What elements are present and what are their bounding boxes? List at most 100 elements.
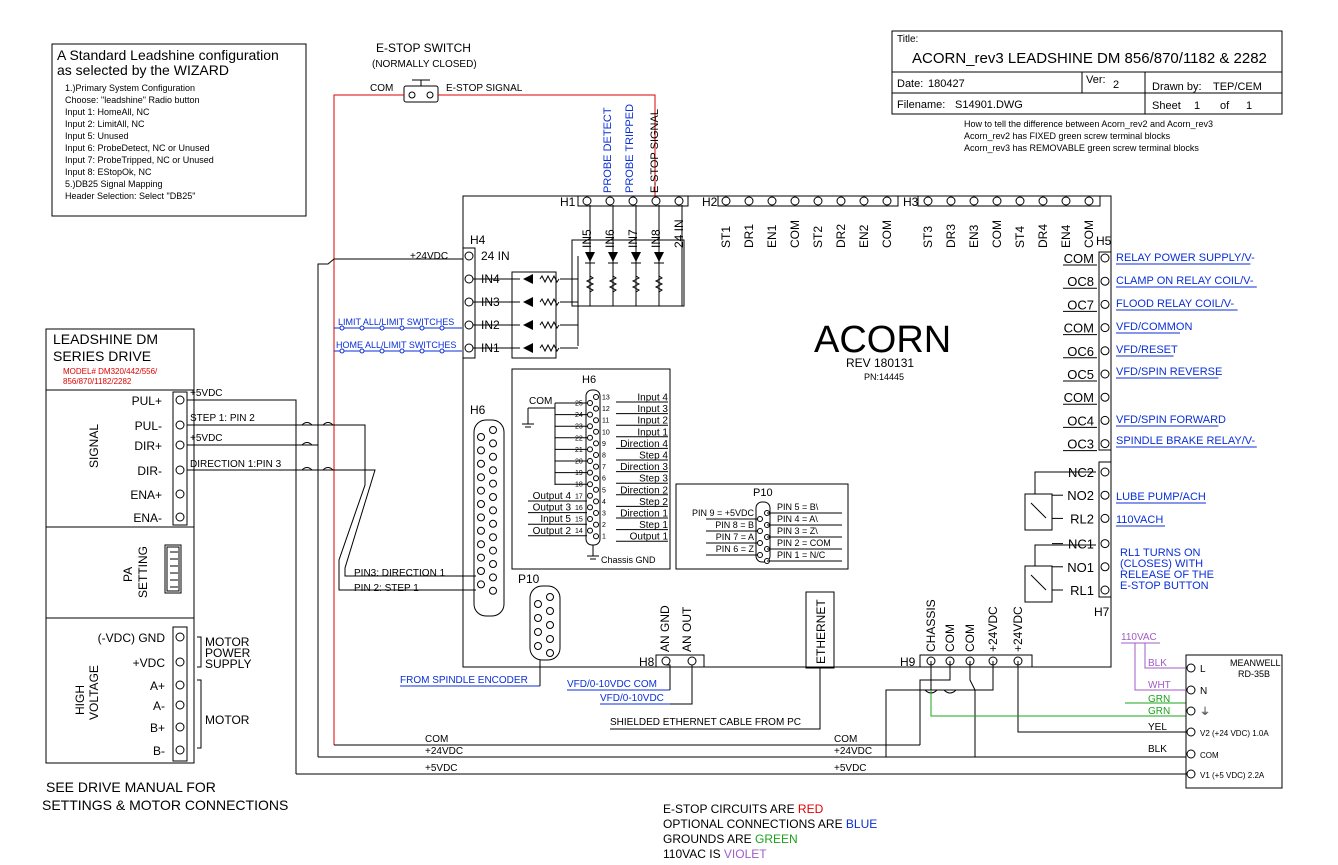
drive-manual-2: SETTINGS & MOTOR CONNECTIONS (42, 797, 288, 813)
h4-resistor (539, 274, 560, 284)
drive-signal-pin-label: DIR+ (134, 439, 162, 453)
h5-pin-com: COM (1064, 390, 1094, 405)
p10-detail-pin (757, 516, 763, 522)
h7-pin-hole (1100, 490, 1110, 500)
drive-wire-label: +5VDC (190, 388, 223, 399)
h6-detail-com: COM (529, 396, 552, 407)
h6-detail-pin-number: 1 (602, 534, 606, 541)
h6-detail-pin-number: 8 (602, 453, 606, 460)
p10-detail-right: PIN 4 = A\ (777, 514, 818, 524)
p10-detail-pin (757, 540, 763, 546)
h9-label: H9 (900, 655, 916, 669)
drive-hv-pin-label: (-VDC) GND (98, 631, 166, 645)
h2-pin-hole (882, 196, 892, 206)
h6-pin-hole (489, 506, 497, 515)
h1-pin-in5: IN5 (580, 229, 594, 248)
h5-pin-hole (1100, 415, 1110, 425)
acorn-board: ACORN REV 180131 PN:14445 (462, 195, 1112, 668)
legend-entry: OPTIONAL CONNECTIONS ARE BLUE (663, 817, 877, 831)
h7-rl1-note: RL1 TURNS ON (1120, 547, 1201, 559)
h1-pin-in6: IN6 (603, 229, 617, 248)
drive-signal-pin (175, 465, 185, 475)
h4-switch-contact (379, 348, 385, 354)
wizard-note: A Standard Leadshine configuration as se… (51, 43, 307, 217)
h6-detail-signal: Input 4 (637, 393, 668, 404)
h4-pin-hole (464, 251, 474, 261)
legend-color-word: RED (798, 802, 824, 816)
drive-signal-pin-label: ENA+ (130, 488, 162, 502)
psu-terminal (1186, 685, 1196, 695)
h3-pin-com: COM (1082, 220, 1096, 248)
h7-label: H7 (1094, 605, 1110, 619)
estop-signal: E-STOP SIGNAL (446, 83, 523, 94)
title-label: Title: (897, 34, 918, 45)
motor-power-label: POWER (205, 646, 251, 660)
h2-pin-hole (744, 196, 754, 206)
drive-signal-pin (175, 512, 185, 522)
h6-pin-hole (477, 433, 485, 441)
h6-pin-hole (477, 513, 485, 522)
h6-pin-hole (489, 573, 497, 582)
legend-entry: E-STOP CIRCUITS ARE RED (663, 802, 824, 816)
h6-pin-hole (477, 580, 485, 589)
p10-pin-hole (534, 642, 542, 650)
meanwell-psu: MEANWELL RD-35B LN⏚V2 (+24 VDC) 1.0ACOMV… (1121, 632, 1283, 789)
h1-pin-hole (582, 196, 592, 206)
h4-diode (523, 343, 533, 353)
h6-detail-pin-number: 18 (575, 482, 583, 489)
h1-pin-hole (605, 196, 615, 206)
h1-resistor (654, 275, 664, 293)
sheet-label: Sheet (1152, 100, 1181, 112)
legend-entry: GROUNDS ARE GREEN (663, 832, 798, 846)
h4-pin-24in: 24 IN (481, 249, 510, 263)
h6-pin-hole (477, 459, 485, 468)
h6-detail-pin (587, 446, 593, 453)
h6-detail-pin (587, 434, 593, 441)
h7-pin-nc1: NC1 (1068, 537, 1094, 552)
date-value: 180427 (928, 78, 965, 90)
drive-wire-label: +5VDC (190, 433, 223, 444)
h6-detail-pin (587, 481, 593, 488)
h4-switch-contact (359, 325, 365, 331)
file-label: Filename: (897, 99, 945, 111)
h6-detail-pin-number: 5 (602, 487, 606, 494)
h5-pin-oc7: OC7 (1067, 297, 1094, 312)
legend-prefix: GROUNDS ARE (663, 832, 755, 846)
h6-detail-title: H6 (582, 374, 596, 386)
h5-function: VFD/SPIN FORWARD (1116, 414, 1226, 426)
drive-signal-pin-label: DIR- (137, 464, 162, 478)
h5-pin-oc3: OC3 (1067, 437, 1094, 452)
drive-signal-pin (175, 395, 185, 405)
h4-switch-contact (339, 348, 345, 354)
h5-function: CLAMP ON RELAY COIL/V- (1116, 275, 1254, 287)
h2-pin-hole (813, 196, 823, 206)
psu-terminal (1186, 706, 1196, 716)
h7-pin-hole (1100, 562, 1110, 572)
h4-pin-hole (464, 297, 474, 307)
drive-signal-pin (175, 440, 185, 450)
wizard-title-2: as selected by the WIZARD (57, 62, 229, 78)
acorn-rev: REV 180131 (846, 356, 914, 370)
h6-detail-pin-number: 6 (602, 476, 606, 483)
h1-resistor (585, 275, 595, 293)
wizard-line: Input 2: LimitAll, NC (65, 119, 145, 129)
h5-pin-com: COM (1064, 321, 1094, 336)
drive-hv-pin-label: B+ (150, 721, 165, 735)
h3-pin-st3: ST3 (921, 226, 935, 248)
h5-pin-hole (1100, 276, 1110, 286)
p10-pin-hole (534, 614, 542, 622)
ethernet-port: ETHERNET SHIELDED ETHERNET CABLE FROM PC (610, 591, 835, 730)
h5-function: RELAY POWER SUPPLY/V- (1116, 252, 1255, 264)
drive-hv-pin (175, 632, 185, 642)
h6-pin-hole (477, 500, 485, 508)
psu-terminal-label: ⏚ (1200, 706, 1210, 718)
drive-signal: SIGNAL (87, 424, 101, 468)
h6-detail-signal: Direction 4 (620, 439, 668, 450)
h6-pin-hole (489, 533, 497, 542)
p10-detail-pin (757, 552, 763, 558)
h6-detail-pin-number: 13 (602, 395, 610, 402)
h4-switch-contact (439, 348, 445, 354)
